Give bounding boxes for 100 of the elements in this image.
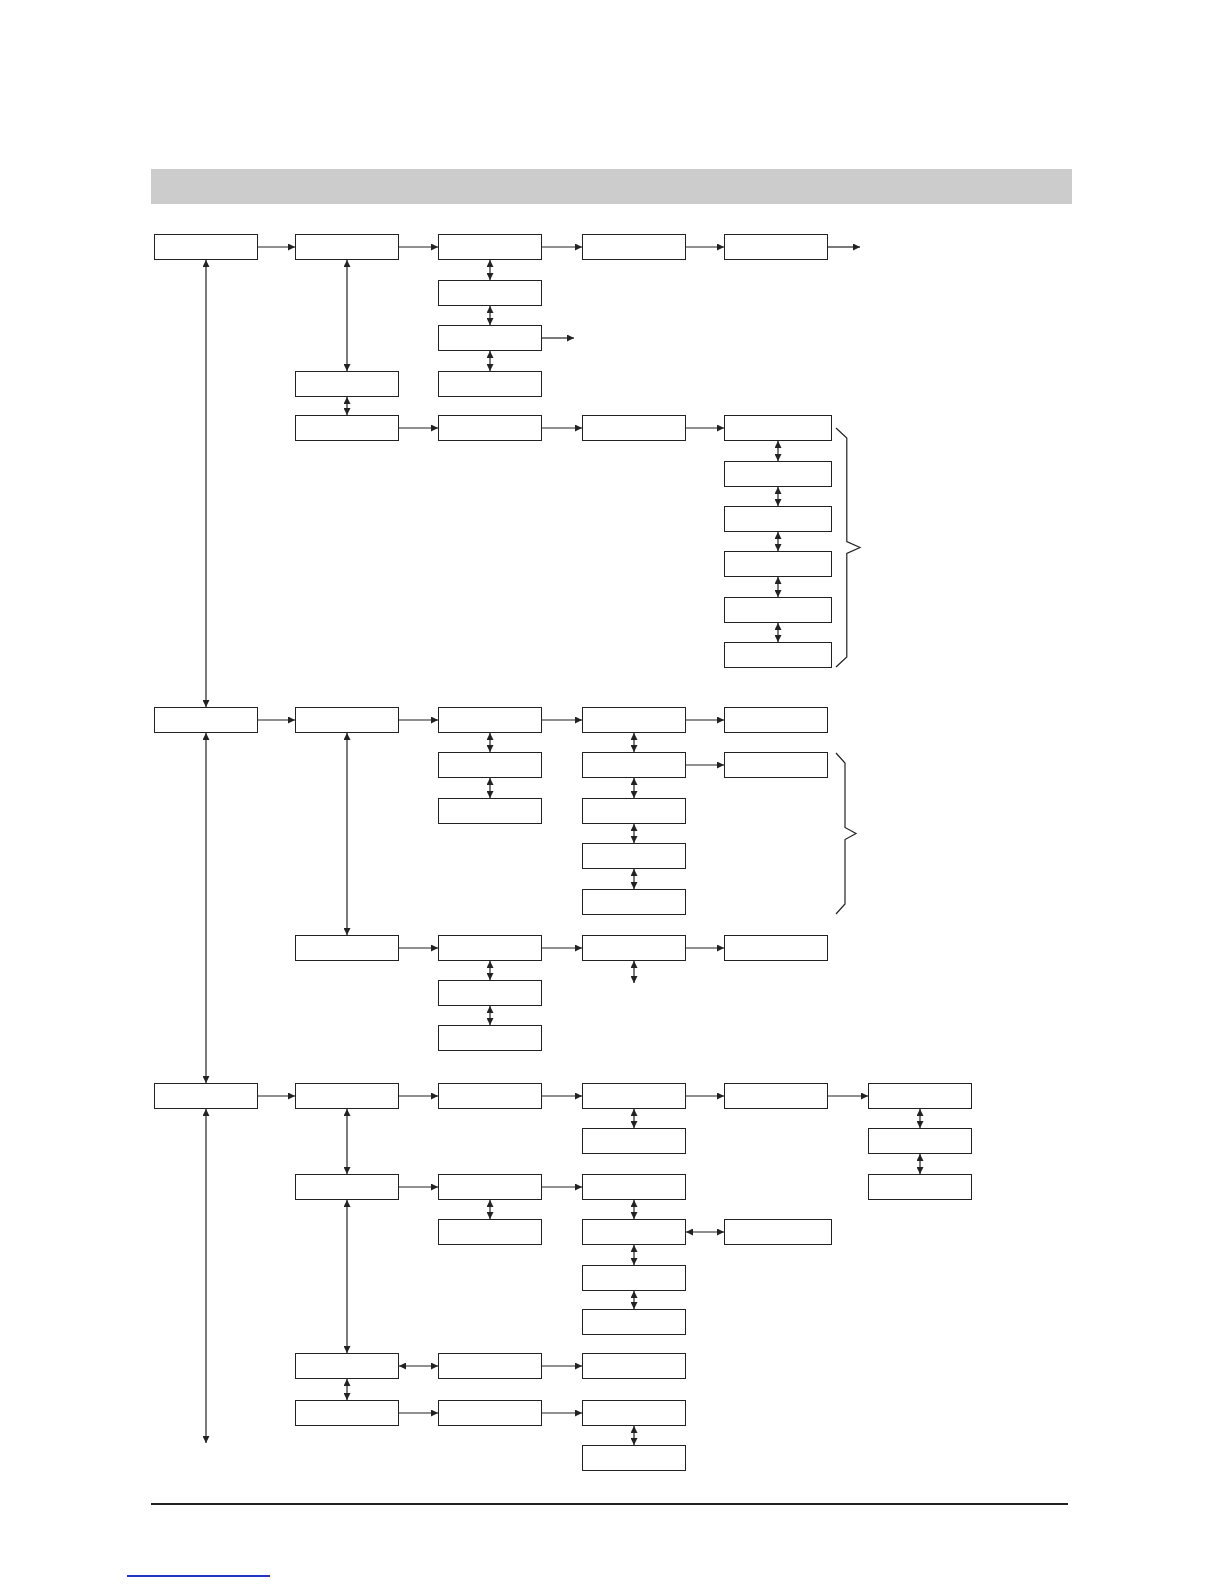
empty-box	[868, 1083, 972, 1109]
empty-box	[438, 707, 542, 733]
empty-box	[582, 415, 686, 441]
empty-box	[582, 1128, 686, 1154]
arrow	[398, 716, 439, 724]
empty-box	[724, 461, 832, 487]
empty-box	[438, 752, 542, 778]
arrow	[630, 1199, 638, 1220]
arrow	[257, 243, 296, 251]
arrow	[630, 868, 638, 890]
empty-box	[724, 551, 832, 577]
empty-box	[438, 415, 542, 441]
empty-box	[438, 1025, 542, 1051]
empty-box	[295, 234, 399, 260]
arrow	[916, 1108, 924, 1129]
arrow	[541, 424, 583, 432]
arrow	[486, 259, 494, 281]
empty-box	[724, 597, 832, 623]
arrow	[398, 1362, 439, 1370]
arrow	[486, 777, 494, 799]
arrow	[486, 1005, 494, 1026]
arrow	[398, 1409, 439, 1417]
empty-box	[438, 1219, 542, 1245]
arrow	[257, 1092, 296, 1100]
empty-box	[582, 1174, 686, 1200]
arrow	[202, 259, 210, 708]
empty-box	[295, 1083, 399, 1109]
arrow	[541, 243, 583, 251]
empty-box	[438, 371, 542, 397]
arrow	[774, 440, 782, 462]
empty-box	[582, 707, 686, 733]
arrow	[630, 1244, 638, 1266]
arrow	[630, 1290, 638, 1310]
arrow	[343, 1108, 351, 1175]
empty-box	[582, 935, 686, 961]
empty-box	[582, 1400, 686, 1426]
arrow	[916, 1153, 924, 1175]
arrow	[630, 1108, 638, 1129]
empty-box	[582, 798, 686, 824]
arrow	[541, 1409, 583, 1417]
arrow	[343, 732, 351, 936]
arrow	[486, 350, 494, 372]
arrow	[630, 732, 638, 753]
arrow	[541, 1362, 583, 1370]
arrow	[398, 1183, 439, 1191]
arrow	[257, 716, 296, 724]
empty-box	[724, 1083, 828, 1109]
empty-box	[724, 506, 832, 532]
empty-box	[438, 1353, 542, 1379]
arrow	[685, 716, 725, 724]
arrow	[685, 1092, 725, 1100]
arrow	[541, 1183, 583, 1191]
empty-box	[438, 1400, 542, 1426]
empty-box	[438, 325, 542, 351]
arrow	[343, 396, 351, 416]
arrow	[685, 424, 725, 432]
arrow	[541, 716, 583, 724]
arrow	[685, 1228, 725, 1236]
empty-box	[868, 1174, 972, 1200]
arrow	[343, 259, 351, 372]
empty-box	[582, 1353, 686, 1379]
empty-box	[582, 1219, 686, 1245]
arrow	[774, 622, 782, 643]
empty-box	[724, 935, 828, 961]
empty-box	[582, 1309, 686, 1335]
arrow	[630, 823, 638, 844]
arrow	[398, 1092, 439, 1100]
arrow	[541, 334, 575, 342]
arrow	[685, 243, 725, 251]
empty-box	[295, 371, 399, 397]
arrow	[774, 576, 782, 598]
empty-box	[154, 707, 258, 733]
empty-box	[724, 415, 832, 441]
empty-box	[295, 1353, 399, 1379]
arrow	[398, 944, 439, 952]
empty-box	[295, 707, 399, 733]
empty-box	[724, 234, 828, 260]
empty-box	[582, 843, 686, 869]
empty-box	[582, 234, 686, 260]
empty-box	[438, 280, 542, 306]
empty-box	[438, 1083, 542, 1109]
arrow	[486, 732, 494, 753]
arrow	[774, 486, 782, 507]
empty-box	[582, 1445, 686, 1471]
arrow	[398, 424, 439, 432]
empty-box	[582, 752, 686, 778]
arrow	[343, 1199, 351, 1354]
empty-box	[724, 752, 828, 778]
arrow	[398, 243, 439, 251]
empty-box	[154, 234, 258, 260]
empty-box	[724, 1219, 832, 1245]
empty-box	[868, 1128, 972, 1154]
arrow	[630, 960, 638, 984]
arrow	[343, 1378, 351, 1401]
arrow	[685, 761, 725, 769]
arrow	[486, 1199, 494, 1220]
arrow	[774, 531, 782, 552]
empty-box	[295, 1400, 399, 1426]
empty-box	[154, 1083, 258, 1109]
arrow	[202, 1108, 210, 1444]
